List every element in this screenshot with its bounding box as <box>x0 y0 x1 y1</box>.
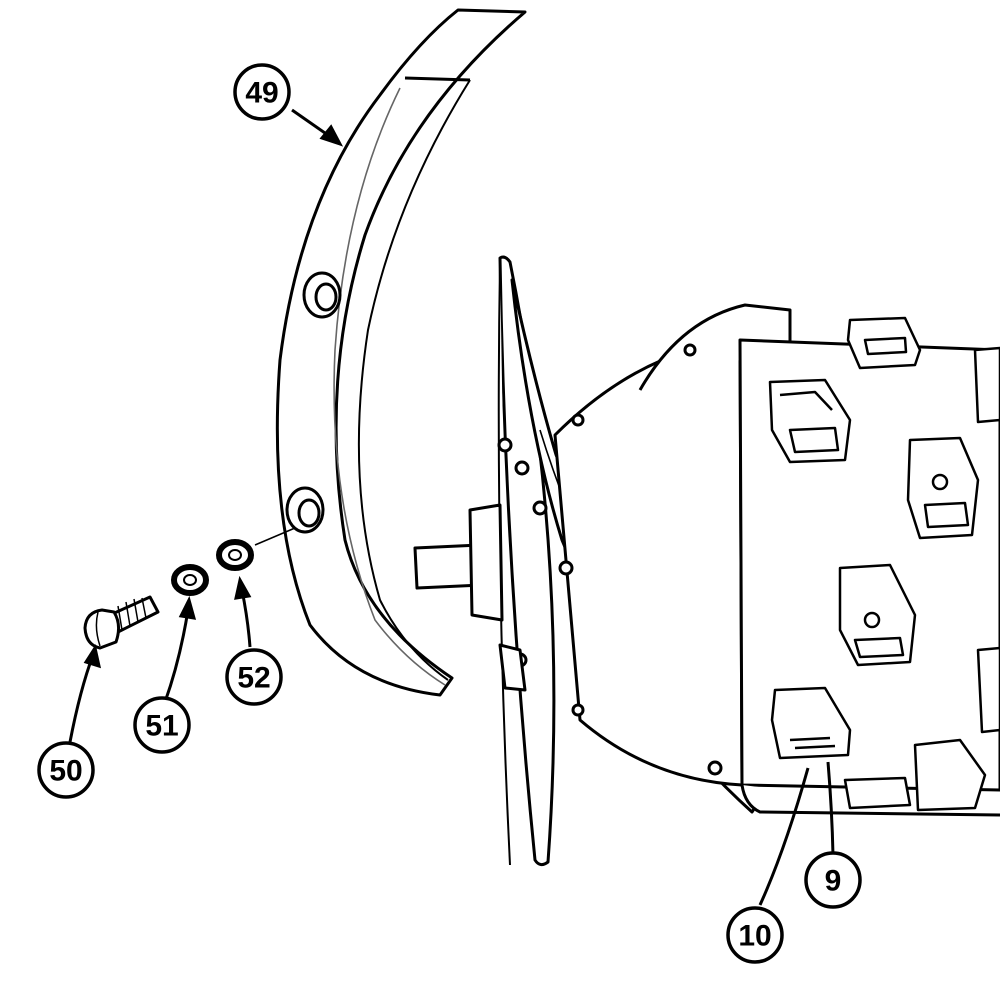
svg-text:9: 9 <box>825 865 842 898</box>
callout-49: 49 <box>233 63 291 121</box>
bracket-8 <box>913 738 987 812</box>
bracket-2 <box>846 316 922 370</box>
svg-text:49: 49 <box>245 77 278 110</box>
bracket-4 <box>838 563 917 667</box>
callout-10: 10 <box>726 906 784 964</box>
tine-mount-brackets <box>768 316 1000 812</box>
callout-9: 9 <box>804 851 862 909</box>
callout-50: 50 <box>37 741 95 799</box>
bracket-6 <box>973 346 1000 424</box>
bolt-hole-lower <box>285 486 325 534</box>
bracket-5 <box>770 686 852 760</box>
callout-52: 52 <box>225 648 283 706</box>
bracket-3 <box>906 436 980 540</box>
part-51-lock-washer <box>171 564 209 596</box>
svg-text:10: 10 <box>738 920 771 953</box>
part-49-curved-tine <box>275 8 527 697</box>
svg-text:50: 50 <box>49 755 82 788</box>
leader-lines <box>68 108 835 906</box>
svg-text:51: 51 <box>145 710 178 743</box>
part-50-bolt <box>83 595 160 650</box>
callout-51: 51 <box>133 696 191 754</box>
bracket-7 <box>976 646 1000 734</box>
assembly-centerline <box>254 527 296 546</box>
svg-text:52: 52 <box>237 662 270 695</box>
bracket-1 <box>768 378 852 464</box>
part-52-flat-washer <box>216 539 254 571</box>
bolt-hole-upper <box>302 271 342 319</box>
bracket-9 <box>843 776 912 810</box>
